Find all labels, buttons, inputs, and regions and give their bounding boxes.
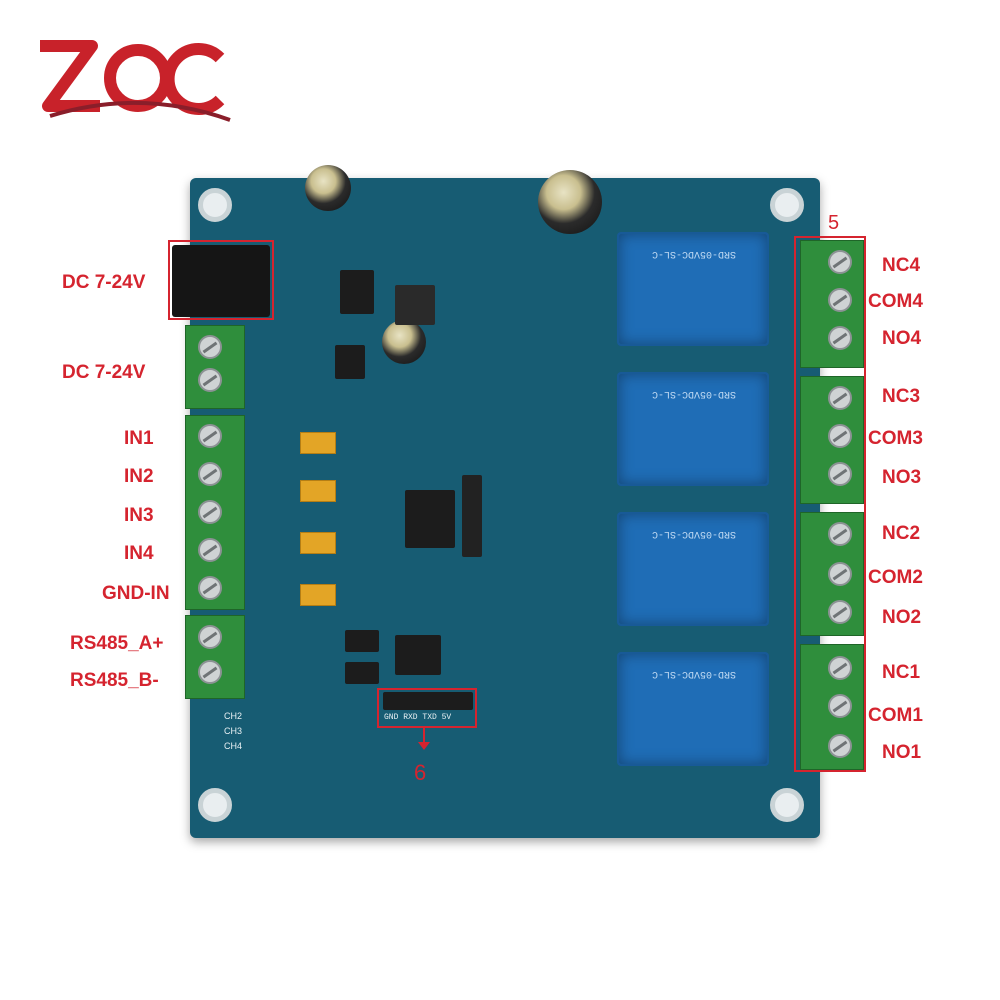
screw-terminal: [828, 424, 852, 448]
regulator-chip: [340, 270, 374, 314]
screw-terminal: [828, 600, 852, 624]
no2-label: NO2: [882, 607, 922, 628]
arrow-down-icon-head: [418, 742, 430, 750]
dc-jack: [172, 245, 270, 317]
channel-label-ch2: CH2: [224, 711, 243, 721]
dc-jack-outline: [168, 240, 274, 320]
pin-header: [462, 475, 482, 557]
electrolytic-capacitor: [305, 165, 351, 211]
screw-terminal: [198, 335, 222, 359]
no1-label: NO1: [882, 742, 922, 763]
in1-label: IN1: [124, 428, 154, 449]
screw-terminal: [828, 250, 852, 274]
dc-jack-label: DC 7-24V: [62, 272, 146, 293]
screw-terminal: [198, 500, 222, 524]
logo-mark: [40, 40, 231, 122]
in2-label: IN2: [124, 466, 154, 487]
electrolytic-capacitor: [382, 320, 426, 364]
screw-terminal: [828, 734, 852, 758]
mount-hole-top-left: [198, 188, 232, 222]
screw-terminal: [198, 625, 222, 649]
optocoupler: [300, 532, 336, 554]
screw-terminal: [198, 576, 222, 600]
mount-hole-top-right: [770, 188, 804, 222]
inductor: [395, 285, 435, 325]
relay-3: SRD-05VDC-SL-C: [617, 372, 769, 486]
transistor-chip: [345, 630, 379, 652]
mount-hole-bottom-right: [770, 788, 804, 822]
relay-4: SRD-05VDC-SL-C: [617, 232, 769, 346]
uart-header-outline: [377, 688, 477, 728]
com1-label: COM1: [868, 705, 923, 726]
screw-terminal: [828, 562, 852, 586]
no4-label: NO4: [882, 328, 922, 349]
screw-terminal: [828, 656, 852, 680]
screw-terminal: [828, 694, 852, 718]
nc1-label: NC1: [882, 662, 921, 683]
relay-group-number: 5: [828, 212, 840, 234]
screw-terminal: [828, 288, 852, 312]
relay-1: SRD-05VDC-SL-C: [617, 652, 769, 766]
rs485-a-label: RS485_A+: [70, 633, 164, 654]
channel-label-ch3: CH3: [224, 726, 243, 736]
arrow-down-icon: [423, 728, 425, 746]
screw-terminal: [828, 326, 852, 350]
channel-label-ch4: CH4: [224, 741, 243, 751]
dc-terminal-label: DC 7-24V: [62, 362, 146, 383]
transistor-chip: [335, 345, 365, 379]
com4-label: COM4: [868, 291, 923, 312]
mount-hole-bottom-left: [198, 788, 232, 822]
optocoupler: [300, 432, 336, 454]
rs485-b-label: RS485_B-: [70, 670, 159, 691]
relay-model-label: SRD-05VDC-SL-C: [652, 668, 737, 679]
nc3-label: NC3: [882, 386, 921, 407]
brand-logo: [30, 28, 240, 128]
relay-model-label: SRD-05VDC-SL-C: [652, 248, 737, 259]
com3-label: COM3: [868, 428, 923, 449]
electrolytic-capacitor: [538, 170, 602, 234]
controller-chip: [405, 490, 455, 548]
screw-terminal: [198, 368, 222, 392]
relay-model-label: SRD-05VDC-SL-C: [652, 388, 737, 399]
relay-2: SRD-05VDC-SL-C: [617, 512, 769, 626]
optocoupler: [300, 584, 336, 606]
transistor-chip: [345, 662, 379, 684]
relay-terminals-outline: [794, 236, 866, 772]
rs485-chip: [395, 635, 441, 675]
nc2-label: NC2: [882, 523, 921, 544]
com2-label: COM2: [868, 567, 923, 588]
nc4-label: NC4: [882, 255, 921, 276]
screw-terminal: [198, 462, 222, 486]
screw-terminal: [198, 660, 222, 684]
in3-label: IN3: [124, 505, 154, 526]
gnd-in-label: GND-IN: [102, 583, 170, 604]
in4-label: IN4: [124, 543, 154, 564]
relay-model-label: SRD-05VDC-SL-C: [652, 528, 737, 539]
screw-terminal: [828, 386, 852, 410]
uart-pin-label: GND RXD TXD 5V: [384, 713, 452, 722]
screw-terminal: [828, 462, 852, 486]
uart-header: [383, 692, 473, 710]
no3-label: NO3: [882, 467, 922, 488]
screw-terminal: [198, 424, 222, 448]
screw-terminal: [198, 538, 222, 562]
uart-header-number: 6: [414, 760, 427, 785]
optocoupler: [300, 480, 336, 502]
screw-terminal: [828, 522, 852, 546]
